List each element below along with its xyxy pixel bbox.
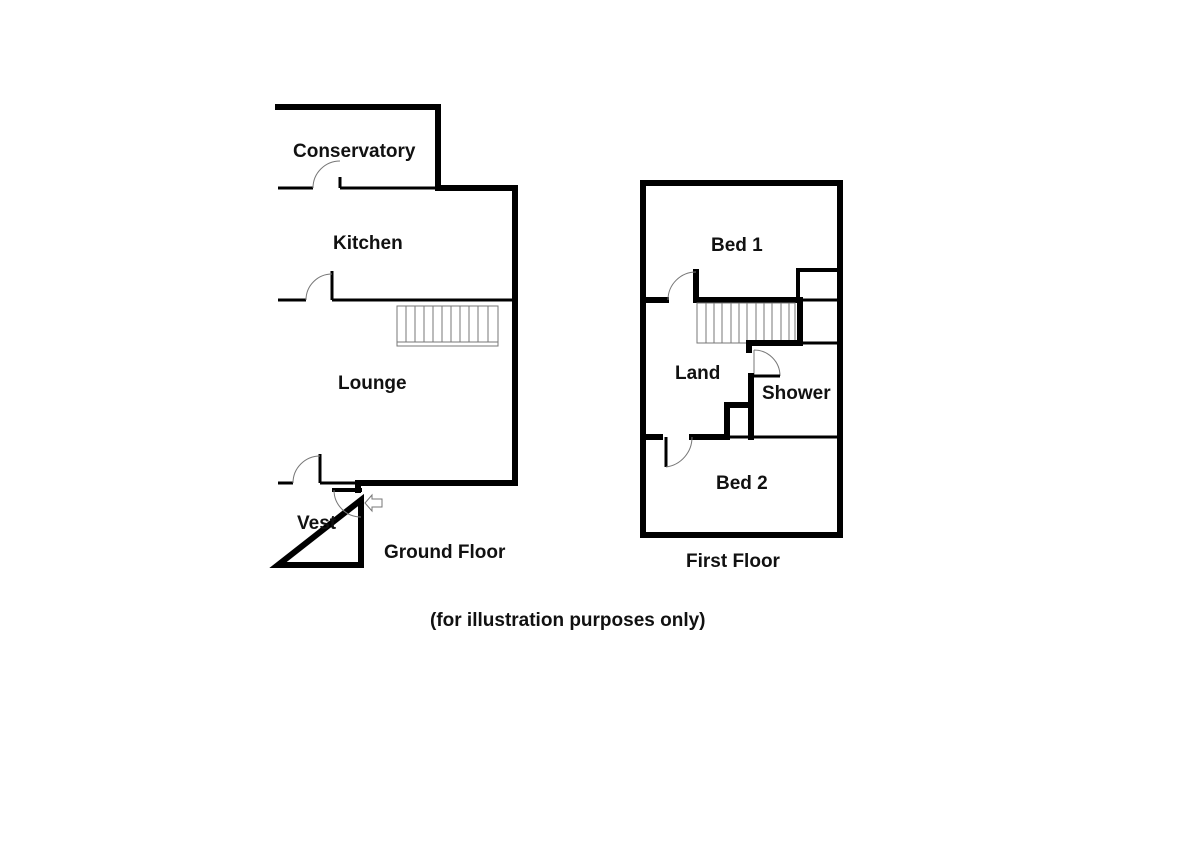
- first-floor-title: First Floor: [686, 551, 780, 572]
- vest-door: [292, 455, 321, 484]
- room-label-bed-1: Bed 1: [711, 235, 763, 256]
- shower-step-wall: [724, 373, 754, 440]
- ground-floor-stairs: [396, 305, 499, 347]
- conservatory-kitchen-wall: [278, 177, 438, 190]
- disclaimer: (for illustration purposes only): [430, 610, 706, 631]
- wardrobe-wall: [796, 268, 842, 302]
- kitchen-door: [305, 273, 333, 301]
- shower-landing-wall: [746, 297, 803, 353]
- room-label-kitchen: Kitchen: [333, 233, 403, 254]
- bed1-landing-wall: [640, 269, 803, 303]
- first-floor-outer-wall: [640, 180, 843, 538]
- conservatory-door: [312, 160, 341, 189]
- ground-floor-plan: [269, 104, 518, 568]
- room-label-shower: Shower: [762, 383, 831, 404]
- kitchen-lounge-wall: [278, 271, 515, 302]
- shower-door: [753, 349, 781, 377]
- room-label-landing: Land: [675, 363, 721, 384]
- room-label-bed-2: Bed 2: [716, 473, 768, 494]
- room-label-vest: Vest: [297, 513, 337, 534]
- bed2-door: [665, 436, 693, 468]
- entrance-arrow-icon: [364, 493, 383, 513]
- front-door: [333, 489, 362, 518]
- room-label-lounge: Lounge: [338, 373, 407, 394]
- vest-lounge-wall: [278, 454, 358, 485]
- first-floor-plan: [640, 180, 843, 538]
- room-label-conservatory: Conservatory: [293, 141, 416, 162]
- ground-floor-title: Ground Floor: [384, 542, 506, 563]
- first-floor-stairs: [696, 302, 796, 344]
- bed1-door: [667, 271, 697, 301]
